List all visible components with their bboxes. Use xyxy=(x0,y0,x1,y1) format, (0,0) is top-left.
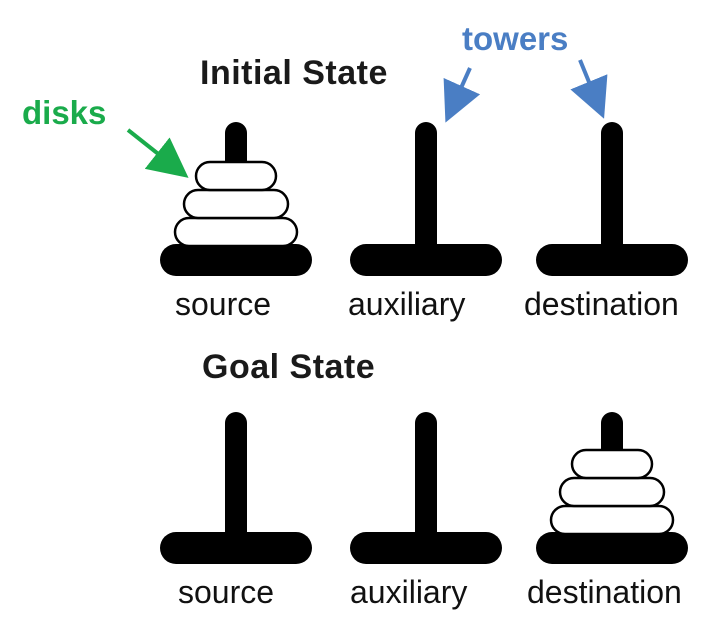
initial-source-disk-2 xyxy=(182,188,290,220)
goal-auxiliary-pole xyxy=(415,412,437,548)
initial-destination-base xyxy=(536,244,688,276)
goal-destination-disk-2 xyxy=(558,476,666,508)
goal-auxiliary-label: auxiliary xyxy=(350,574,468,610)
towers-arrow-right xyxy=(570,59,608,119)
goal-destination-disk-3 xyxy=(570,448,654,480)
goal-destination-disk-1 xyxy=(549,504,675,536)
goal-source-pole xyxy=(225,412,247,548)
initial-source-disk-1 xyxy=(173,216,299,248)
initial-source-label: source xyxy=(175,286,272,322)
goal-auxiliary-base xyxy=(350,532,502,564)
initial-auxiliary-base xyxy=(350,244,502,276)
initial-destination-label: destination xyxy=(524,286,679,322)
goal-destination-base xyxy=(536,532,688,564)
initial-auxiliary-label: auxiliary xyxy=(348,286,466,322)
initial-source-base xyxy=(160,244,312,276)
goal-state-title: Goal State xyxy=(202,348,376,386)
goal-destination-label: destination xyxy=(527,574,682,610)
disks-arrow xyxy=(126,128,189,178)
goal-source-base xyxy=(160,532,312,564)
towers-arrow-left xyxy=(443,67,481,123)
disks-annotation: disks xyxy=(22,94,107,131)
initial-state-title: Initial State xyxy=(200,54,388,92)
initial-auxiliary-pole xyxy=(415,122,437,260)
initial-source-disk-3 xyxy=(194,160,278,192)
initial-destination-pole xyxy=(601,122,623,260)
goal-source-label: source xyxy=(178,574,275,610)
towers-annotation: towers xyxy=(462,20,569,57)
